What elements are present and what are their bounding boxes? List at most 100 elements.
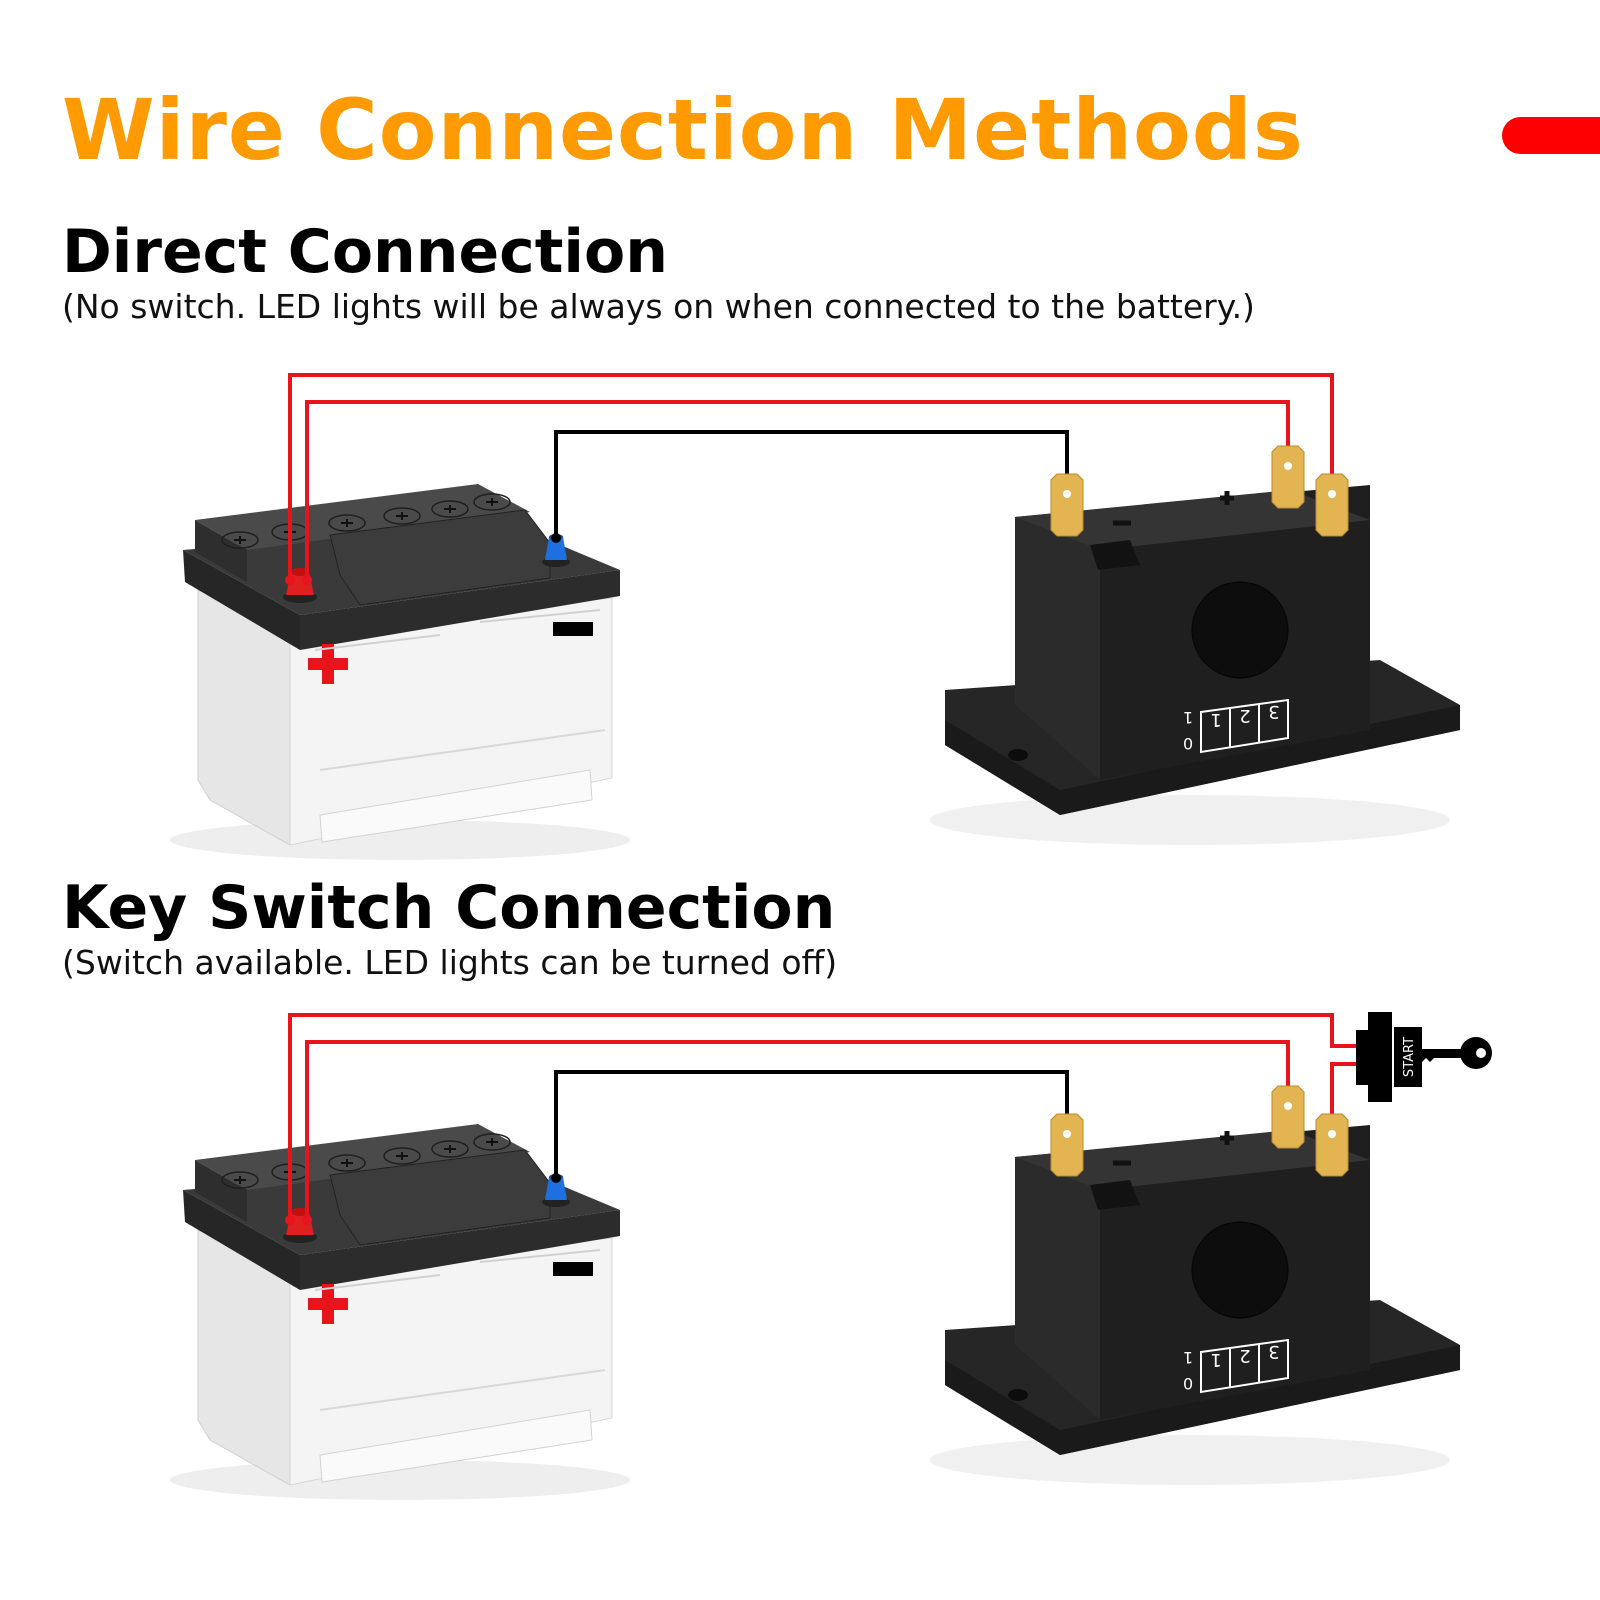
positive-spade-terminal-1: [1271, 445, 1305, 509]
round-button: [1191, 581, 1289, 679]
battery-groove: [314, 1249, 601, 1291]
mounting-hole: [1008, 1389, 1028, 1401]
positive-spade-terminal-1-hole: [1284, 1102, 1292, 1110]
plus-marking: [1220, 491, 1234, 505]
controller-slot: [1090, 540, 1140, 570]
positive-spade-terminal-1-hole: [1284, 462, 1292, 470]
vent-cap-cross: [444, 505, 456, 513]
wire-end: [551, 1173, 561, 1183]
mode-label: 3: [1268, 701, 1279, 722]
minus-label: [553, 1262, 593, 1276]
round-button: [1191, 1221, 1289, 1319]
position-label: 0: [1183, 734, 1193, 753]
controller-box-side: [1015, 517, 1100, 780]
battery-groove: [319, 729, 606, 771]
mode-label-divider: [1229, 1344, 1260, 1388]
battery-foot: [319, 1409, 593, 1483]
switch-label: START: [1402, 1037, 1417, 1077]
vent-cap: [431, 1140, 469, 1158]
positive-spade-terminal-2-body: [1315, 473, 1349, 537]
positive-wire-outer: [288, 373, 1334, 580]
wire-end: [285, 575, 295, 585]
mode-label: 1: [1210, 709, 1221, 730]
negative-spade-terminal-hole: [1063, 1130, 1071, 1138]
negative-spade-terminal-body: [1050, 1113, 1084, 1177]
positive-spade-terminal-1-body: [1271, 445, 1305, 509]
vent-cap: [383, 507, 421, 525]
vent-cap: [328, 514, 366, 532]
battery: [170, 484, 630, 860]
battery-cover-side: [195, 1160, 247, 1222]
battery-lid-front: [300, 570, 620, 650]
battery-cover-side: [195, 520, 247, 582]
positive-wire-to-switch: [288, 1013, 1356, 1220]
vent-cap: [473, 493, 511, 511]
wires: [285, 373, 1334, 585]
positive-wire-inner: [305, 400, 1290, 580]
switch-body-back: [1356, 1030, 1370, 1085]
positive-terminal-top: [291, 1208, 309, 1216]
wire-end: [551, 533, 561, 543]
vent-cap: [221, 1171, 259, 1189]
key-icon-hole: [1476, 1048, 1486, 1058]
key-icon: [1418, 1037, 1492, 1069]
wire-end: [302, 575, 312, 585]
position-label: 1: [1183, 1348, 1193, 1367]
vent-cap-cross: [341, 1159, 353, 1167]
positive-spade-terminal-2-body: [1315, 1113, 1349, 1177]
page-title: Wire Connection Methods: [62, 81, 1304, 179]
battery-lid-side: [183, 550, 300, 650]
mode-label: 2: [1239, 705, 1250, 726]
battery-lid-side: [183, 1190, 300, 1290]
position-label: 0: [1183, 1374, 1193, 1393]
battery-foot: [319, 769, 593, 843]
section-heading-direct: Direct Connection: [62, 217, 668, 287]
controller-box-side: [1015, 1157, 1100, 1420]
battery-groove: [319, 1369, 606, 1411]
negative-wire: [554, 430, 1069, 538]
vent-cap-cross: [486, 498, 498, 506]
switch-label-plate: [1394, 1027, 1422, 1087]
vent-cap: [473, 1133, 511, 1151]
battery-groove: [314, 609, 601, 651]
minus-label: [553, 622, 593, 636]
vent-cap-cross: [234, 536, 246, 544]
mode-label: 3: [1268, 1341, 1279, 1362]
battery-cover-center: [329, 1149, 551, 1246]
mounting-hole: [1008, 749, 1028, 761]
mode-label: 1: [1210, 1349, 1221, 1370]
vent-cap: [431, 500, 469, 518]
vent-cap-cross: [234, 1176, 246, 1184]
negative-spade-terminal: [1050, 473, 1084, 537]
controller-shadow: [930, 1435, 1450, 1485]
vent-cap: [383, 1147, 421, 1165]
battery: [170, 1124, 630, 1500]
vent-cap-cross: [444, 1145, 456, 1153]
battery-cover-center: [329, 509, 551, 606]
negative-spade-terminal-hole: [1063, 490, 1071, 498]
wire-end: [302, 1215, 312, 1225]
positive-wire-inner: [305, 1040, 1290, 1220]
wires: [285, 1013, 1356, 1225]
accent-bar: [1502, 117, 1600, 154]
controller-shadow: [930, 795, 1450, 845]
position-label: 1: [1183, 708, 1193, 727]
vent-cap-cross: [396, 1152, 408, 1160]
plus-sign-v: [322, 1284, 334, 1324]
positive-spade-terminal-2-hole: [1328, 490, 1336, 498]
negative-wire: [554, 1070, 1069, 1178]
plus-sign-v: [322, 644, 334, 684]
mode-label-divider: [1229, 704, 1260, 748]
key-icon-blade: [1418, 1049, 1464, 1062]
negative-spade-terminal: [1050, 1113, 1084, 1177]
vent-cap-cross: [341, 519, 353, 527]
section-subtitle-key-switch: (Switch available. LED lights can be tur…: [62, 943, 838, 982]
section-subtitle-direct: (No switch. LED lights will be always on…: [62, 287, 1255, 326]
key-switch: START: [1356, 1012, 1492, 1102]
negative-terminal: [545, 1177, 567, 1200]
